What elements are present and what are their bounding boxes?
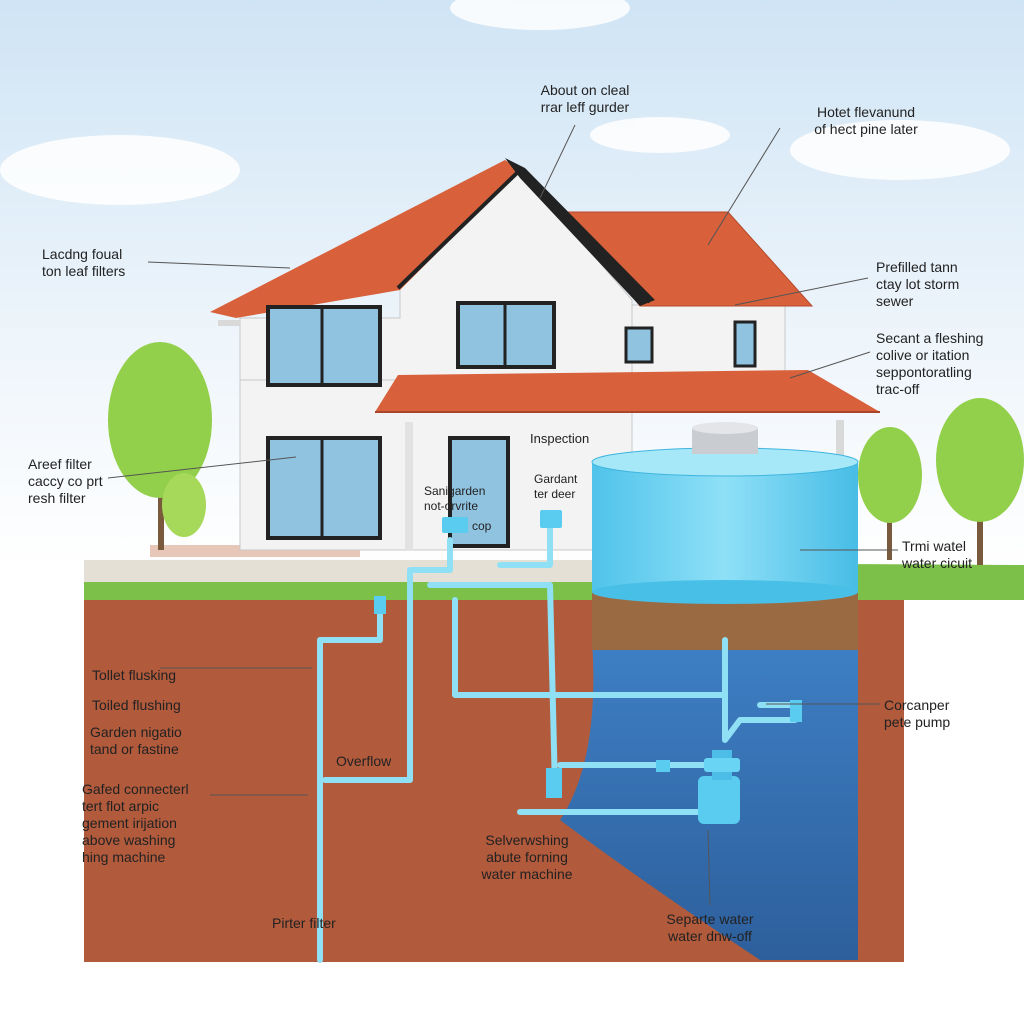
label-washing: Selverwshing abute forning water machine xyxy=(481,832,573,882)
label-gutter-left: Lacdng foual ton leaf filters xyxy=(42,246,126,279)
gravel-bed xyxy=(84,560,604,582)
house xyxy=(210,158,880,551)
label-separate-water: Separte water water dnw-off xyxy=(666,911,754,944)
pipe-network xyxy=(317,517,798,963)
label-upper-right: Hotet flevanund of hect pine later xyxy=(814,104,918,137)
tree-left xyxy=(108,342,212,550)
window-lower-left xyxy=(266,436,382,540)
tree-right-1 xyxy=(858,427,922,560)
pipe-fittings xyxy=(374,510,802,798)
window-upper-left xyxy=(266,305,382,387)
label-toilet-1: Tollet flusking xyxy=(92,667,177,683)
label-toilet-2: Toiled flushing xyxy=(92,697,181,713)
tank-body xyxy=(592,462,858,592)
label-pipe-filter: Pirter filter xyxy=(272,915,336,931)
label-pump: Corcanper pete pump xyxy=(884,697,951,730)
label-leaf-filter: Areef filter caccy co prt resh filter xyxy=(28,456,103,506)
leader-lines xyxy=(107,124,898,906)
label-overflow: Overflow xyxy=(336,753,392,769)
label-flushing-valve: Secant a fleshing colive or itation sepp… xyxy=(876,330,984,397)
main-roof xyxy=(210,160,520,318)
label-roof-top: About on cleal rrar leff gurder xyxy=(540,82,630,115)
label-cop: cop xyxy=(472,519,492,533)
label-connected: Gafed connecterl tert flot arpic gement … xyxy=(82,781,189,865)
label-garden-deer: Gardant ter deer xyxy=(534,472,578,501)
lower-roof xyxy=(375,370,880,412)
tree-right-2 xyxy=(936,398,1024,565)
label-tank-water: Trmi watel water cicuit xyxy=(902,538,973,571)
water-pump xyxy=(698,750,740,824)
clouds xyxy=(0,0,1010,205)
label-inspection: Inspection xyxy=(530,431,590,446)
label-prefilled-tank: Prefilled tann ctay lot storm sewer xyxy=(876,259,960,309)
gutter xyxy=(218,320,240,326)
label-garden-irrigation: Garden nigatio tand or fastine xyxy=(90,724,182,757)
label-sani-garden: Sanigarden not-orvrite xyxy=(424,484,486,513)
